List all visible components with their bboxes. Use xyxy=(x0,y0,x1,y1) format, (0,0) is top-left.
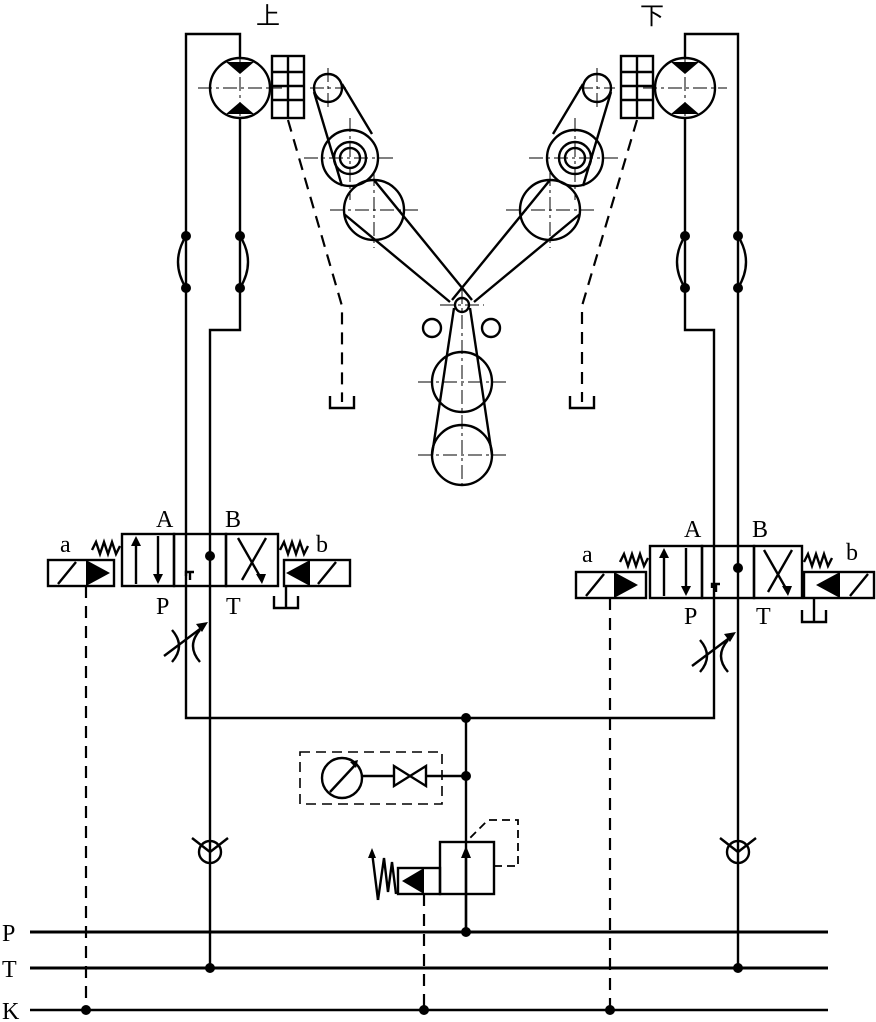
left-valve-solenoid-b: b xyxy=(316,532,328,558)
left-motor-piping xyxy=(176,32,466,968)
upper-motor-label: 上 xyxy=(256,3,280,30)
right-directional-valve xyxy=(574,544,876,624)
right-valve-port-a: A xyxy=(684,517,702,543)
right-hydraulic-motor xyxy=(643,52,727,124)
line-k-label: K xyxy=(2,999,20,1022)
left-hydraulic-motor xyxy=(198,52,282,124)
line-p-label: P xyxy=(2,921,15,947)
right-valve-port-p: P xyxy=(684,604,697,630)
right-valve-solenoid-b: b xyxy=(846,540,858,566)
pressure-gauge-assembly xyxy=(299,751,466,805)
line-t-label: T xyxy=(2,957,17,983)
left-brake-drain xyxy=(286,119,356,410)
right-brake-block xyxy=(619,54,655,120)
right-valve-solenoid-a: a xyxy=(582,542,593,568)
right-motor-piping xyxy=(466,32,748,968)
right-pulley-train xyxy=(451,68,621,303)
left-brake-block xyxy=(270,54,306,120)
right-valve-port-t: T xyxy=(756,604,771,630)
right-brake-drain xyxy=(568,119,639,410)
bottom-pulley-train xyxy=(418,290,506,490)
main-line-t xyxy=(30,963,828,973)
relief-valve xyxy=(368,819,519,928)
right-throttle-valve xyxy=(691,632,736,673)
left-valve-port-a: A xyxy=(156,507,174,533)
left-check-valve xyxy=(191,837,229,865)
left-throttle-valve xyxy=(163,622,208,663)
left-valve-solenoid-a: a xyxy=(60,532,71,558)
pilot-lines xyxy=(84,586,612,1008)
left-directional-valve xyxy=(46,532,352,610)
right-valve-port-b: B xyxy=(752,517,768,543)
left-pulley-train xyxy=(304,68,473,303)
left-valve-port-b: B xyxy=(225,507,241,533)
right-check-valve xyxy=(719,837,757,865)
left-valve-port-t: T xyxy=(226,594,241,620)
lower-motor-label: 下 xyxy=(640,4,664,30)
left-valve-port-p: P xyxy=(156,594,169,620)
main-line-k xyxy=(30,1005,828,1015)
